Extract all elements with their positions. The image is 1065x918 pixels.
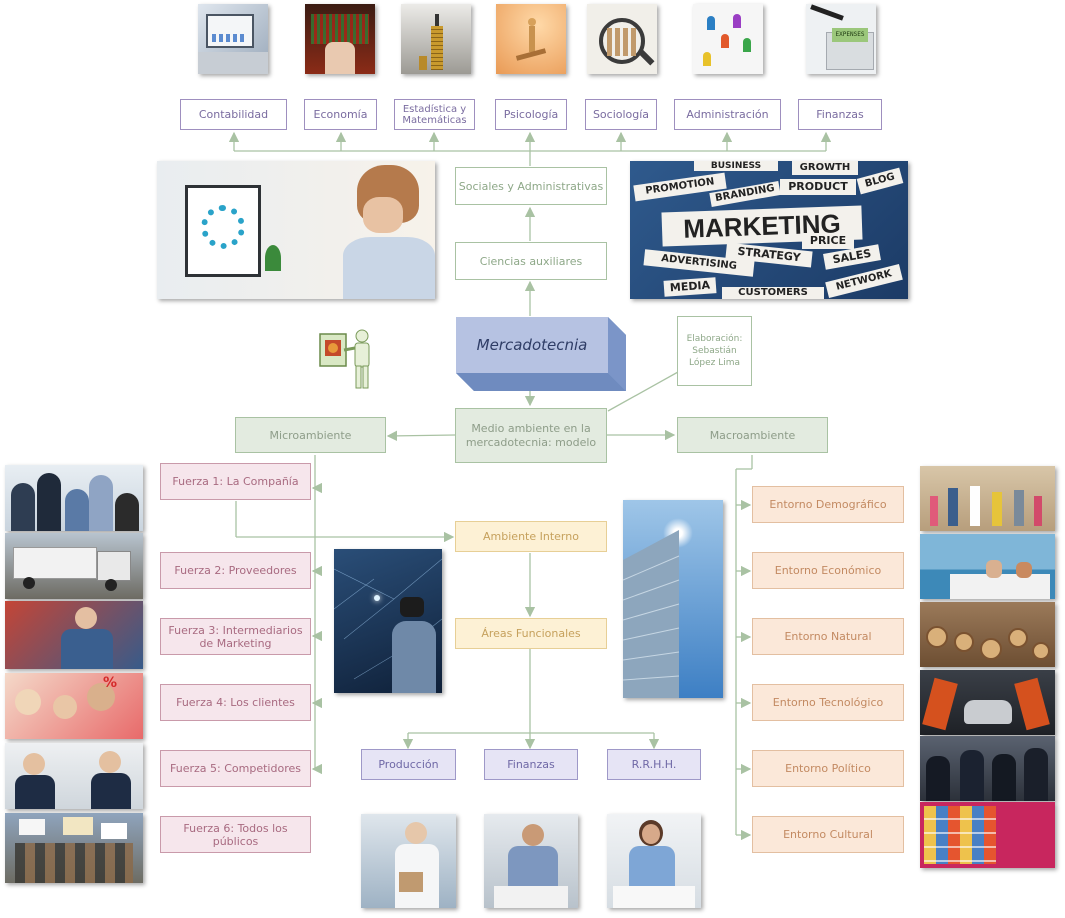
discipline-administracion: Administración (674, 99, 781, 130)
microambiente-box: Microambiente (235, 417, 386, 453)
economy-photo (305, 4, 375, 74)
sociales-box: Sociales y Administrativas (455, 167, 607, 205)
fuerza-2-box: Fuerza 2: Proveedores (160, 552, 311, 589)
word-product: PRODUCT (780, 179, 856, 195)
cultural-photo (920, 802, 1055, 868)
credit-box: Elaboración: Sebastián López Lima (677, 316, 752, 386)
demographic-photo (920, 466, 1055, 531)
hr-woman-photo (607, 814, 701, 908)
ciencias-box: Ciencias auxiliares (455, 242, 607, 280)
economic-photo (920, 534, 1055, 599)
discipline-finanzas: Finanzas (798, 99, 882, 130)
word-blog: BLOG (856, 167, 904, 195)
fuerza-6-box: Fuerza 6: Todos los públicos (160, 816, 311, 853)
technology-robots-photo (920, 670, 1055, 735)
entorno-demografico-box: Entorno Demográfico (752, 486, 904, 523)
intermediaries-photo (5, 601, 143, 669)
word-business: BUSINESS (694, 161, 778, 171)
word-media: MEDIA (663, 277, 717, 297)
word-network: NETWORK (825, 264, 903, 298)
entorno-cultural-box: Entorno Cultural (752, 816, 904, 853)
finanzas-box: Finanzas (484, 749, 578, 780)
presenter-icon (318, 326, 378, 392)
fuerza-5-box: Fuerza 5: Competidores (160, 750, 311, 787)
discipline-sociologia: Sociología (585, 99, 657, 130)
supplier-truck-photo (5, 533, 143, 599)
produccion-box: Producción (361, 749, 456, 780)
political-photo (920, 736, 1055, 801)
public-protest-photo (5, 813, 143, 883)
areas-funcionales-box: Áreas Funcionales (455, 618, 607, 649)
expenses-label: EXPENSES (832, 28, 868, 42)
sociology-photo (587, 4, 657, 74)
mercadotecnia-box: Mercadotecnia (456, 317, 626, 391)
natural-logs-photo (920, 602, 1055, 667)
entorno-natural-box: Entorno Natural (752, 618, 904, 655)
medio-ambiente-box: Medio ambiente en la mercadotecnia: mode… (455, 408, 607, 463)
discipline-estadistica: Estadística y Matemáticas (394, 99, 475, 130)
fuerza-1-box: Fuerza 1: La Compañía (160, 463, 311, 500)
clients-photo: % (5, 673, 143, 739)
word-growth: GROWTH (792, 161, 858, 175)
entorno-tecnologico-box: Entorno Tecnológico (752, 684, 904, 721)
production-photo (361, 814, 456, 908)
macroambiente-box: Macroambiente (677, 417, 828, 453)
mercadotecnia-title: Mercadotecnia (476, 336, 588, 354)
competitors-photo (5, 743, 143, 809)
psychology-photo (496, 4, 566, 74)
word-price: PRICE (802, 233, 854, 249)
administration-photo (693, 4, 763, 74)
discipline-psicologia: Psicología (495, 99, 567, 130)
finance-man-photo (484, 814, 578, 908)
entorno-politico-box: Entorno Político (752, 750, 904, 787)
company-team-photo (5, 465, 143, 531)
fuerza-3-box: Fuerza 3: Intermediarios de Marketing (160, 618, 311, 655)
statistics-photo (401, 4, 471, 74)
entorno-economico-box: Entorno Económico (752, 552, 904, 589)
digital-marketing-photo (157, 161, 435, 299)
finance-photo: EXPENSES (806, 4, 876, 74)
discipline-economia: Economía (304, 99, 377, 130)
accounting-photo (198, 4, 268, 74)
rrhh-box: R.R.H.H. (607, 749, 701, 780)
word-customers: CUSTOMERS (722, 287, 824, 299)
vr-network-photo (334, 549, 442, 693)
skyscraper-photo (623, 500, 723, 698)
marketing-words-photo: MARKETING BUSINESS GROWTH PROMOTION BRAN… (630, 161, 908, 299)
fuerza-4-box: Fuerza 4: Los clientes (160, 684, 311, 721)
ambiente-interno-box: Ambiente Interno (455, 521, 607, 552)
discipline-contabilidad: Contabilidad (180, 99, 287, 130)
